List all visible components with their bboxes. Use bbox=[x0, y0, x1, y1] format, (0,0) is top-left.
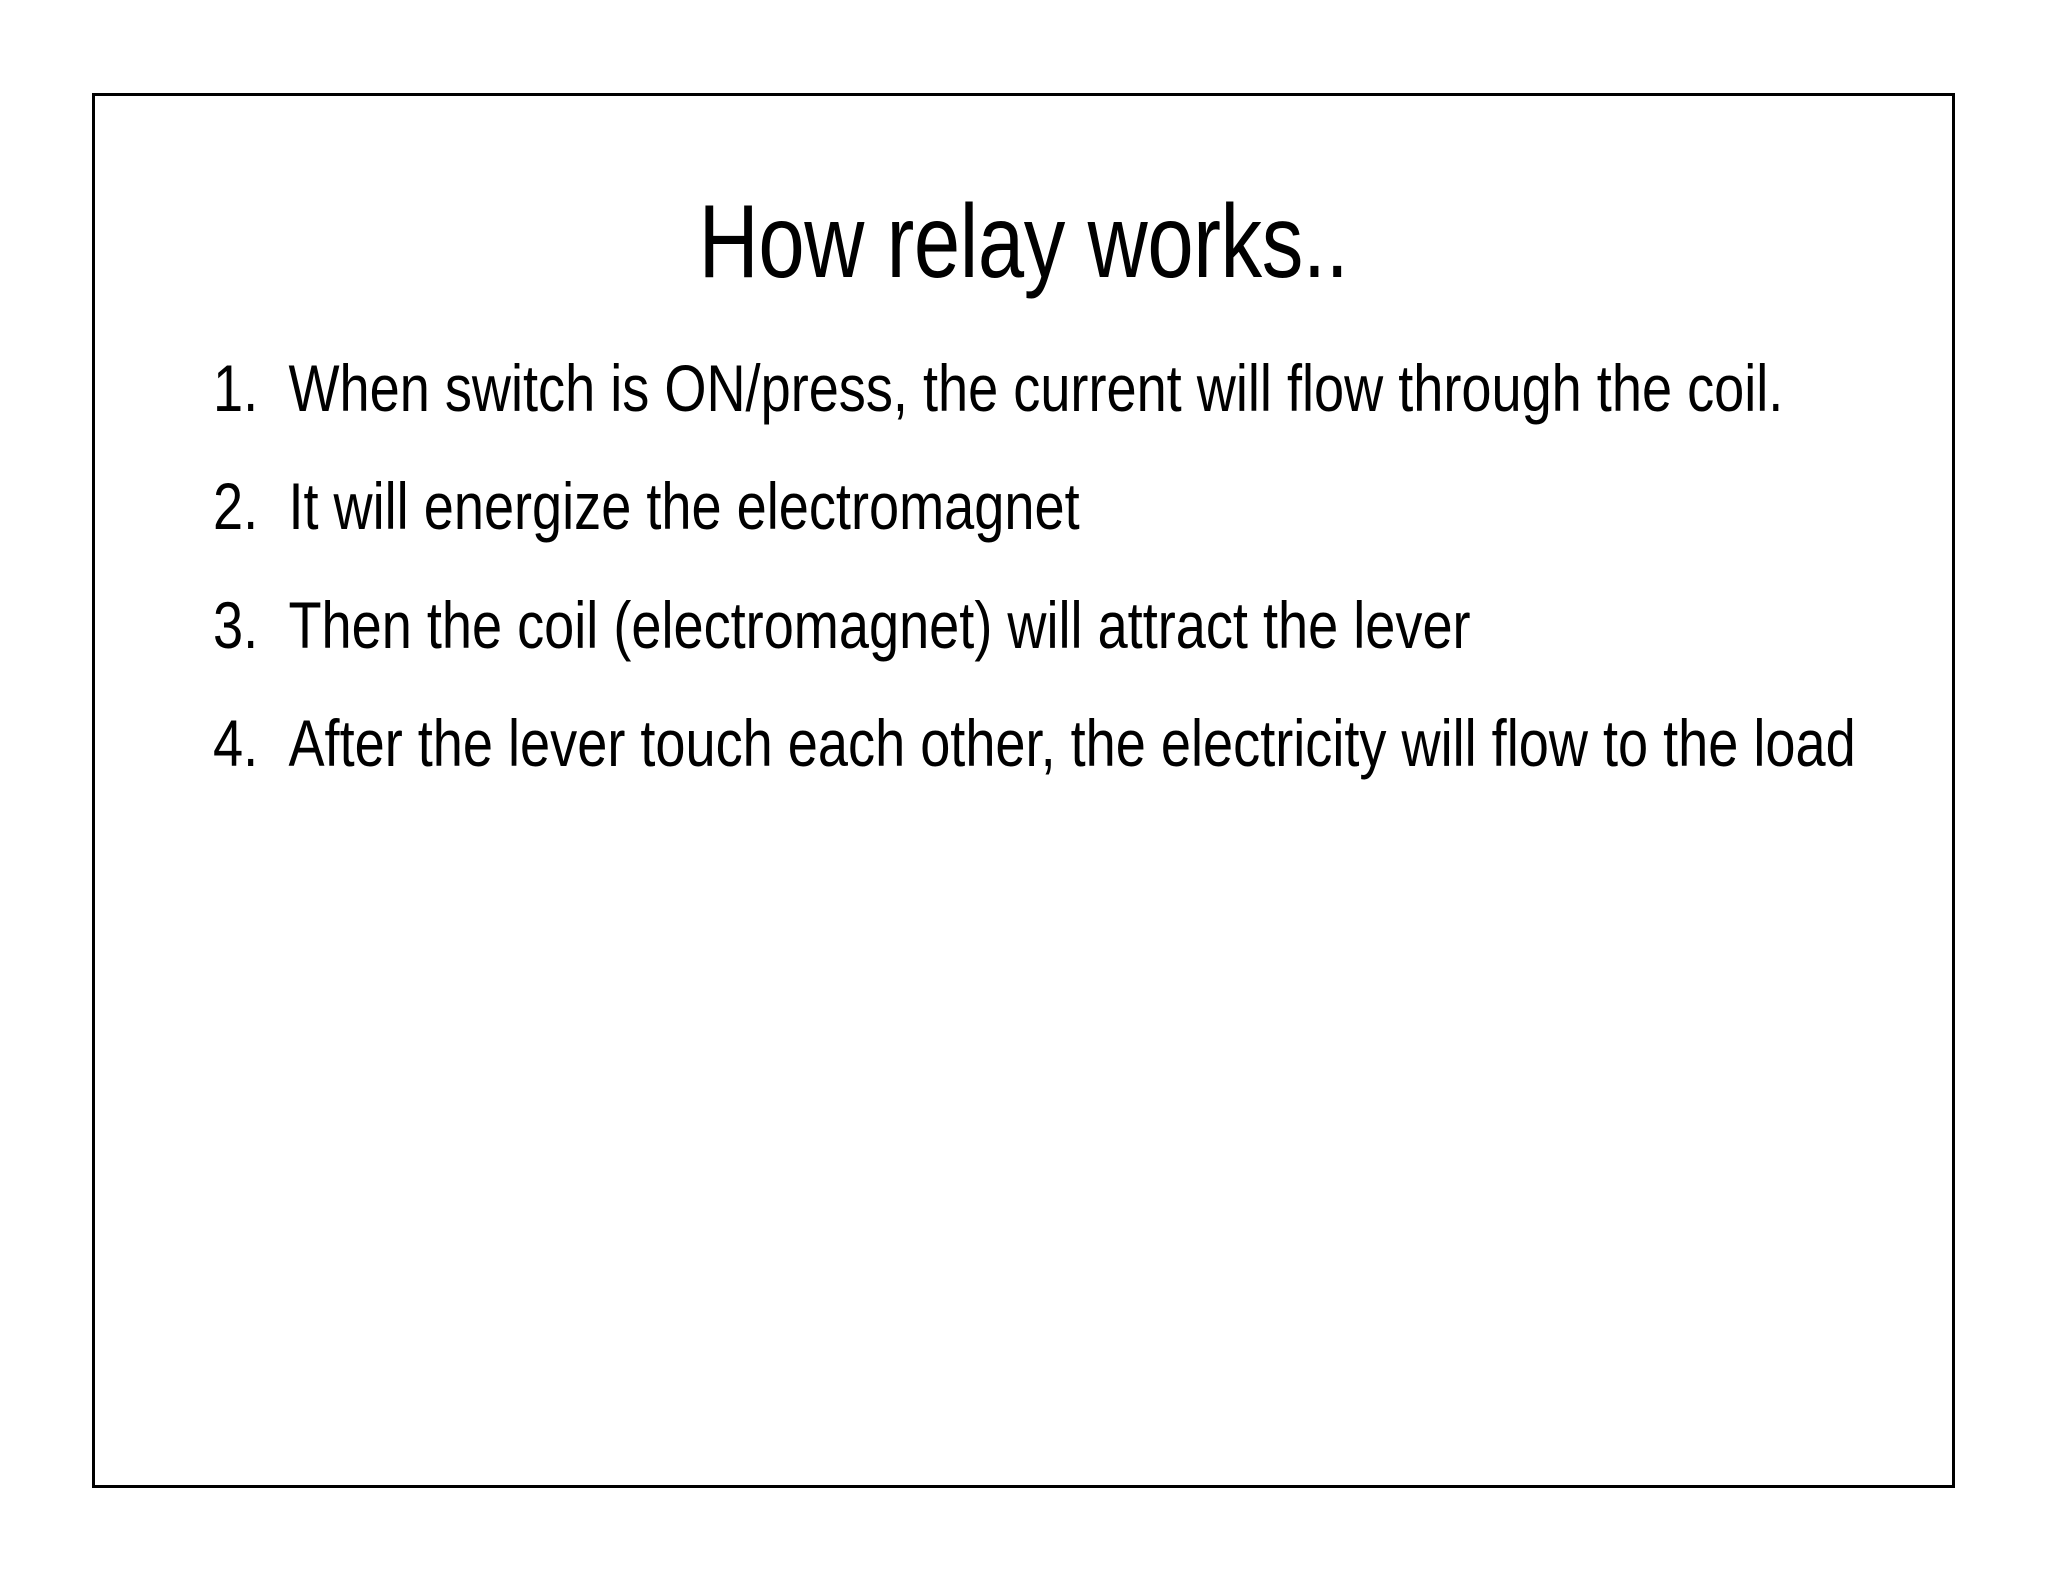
list-item: 3. Then the coil (electromagnet) will at… bbox=[213, 581, 1979, 669]
list-item-text: It will energize the electromagnet bbox=[288, 469, 1080, 544]
list-item-text: After the lever touch each other, the el… bbox=[288, 706, 1856, 781]
list-item: 4. After the lever touch each other, the… bbox=[213, 699, 1979, 787]
list-item-text: When switch is ON/press, the current wil… bbox=[288, 351, 1784, 425]
list-item-marker: 2. bbox=[213, 469, 259, 544]
slide-border-frame: How relay works.. 1. When switch is ON/p… bbox=[92, 93, 1955, 1488]
numbered-list: 1. When switch is ON/press, the current … bbox=[213, 344, 1903, 788]
list-item: 2. It will energize the electromagnet bbox=[213, 462, 1979, 550]
list-item-marker: 3. bbox=[213, 587, 259, 662]
list-item-marker: 1. bbox=[213, 351, 259, 425]
list-item: 1. When switch is ON/press, the current … bbox=[213, 344, 1979, 432]
list-item-text: Then the coil (electromagnet) will attra… bbox=[288, 587, 1471, 662]
list-item-marker: 4. bbox=[213, 706, 259, 781]
page-title: How relay works.. bbox=[698, 184, 1349, 300]
